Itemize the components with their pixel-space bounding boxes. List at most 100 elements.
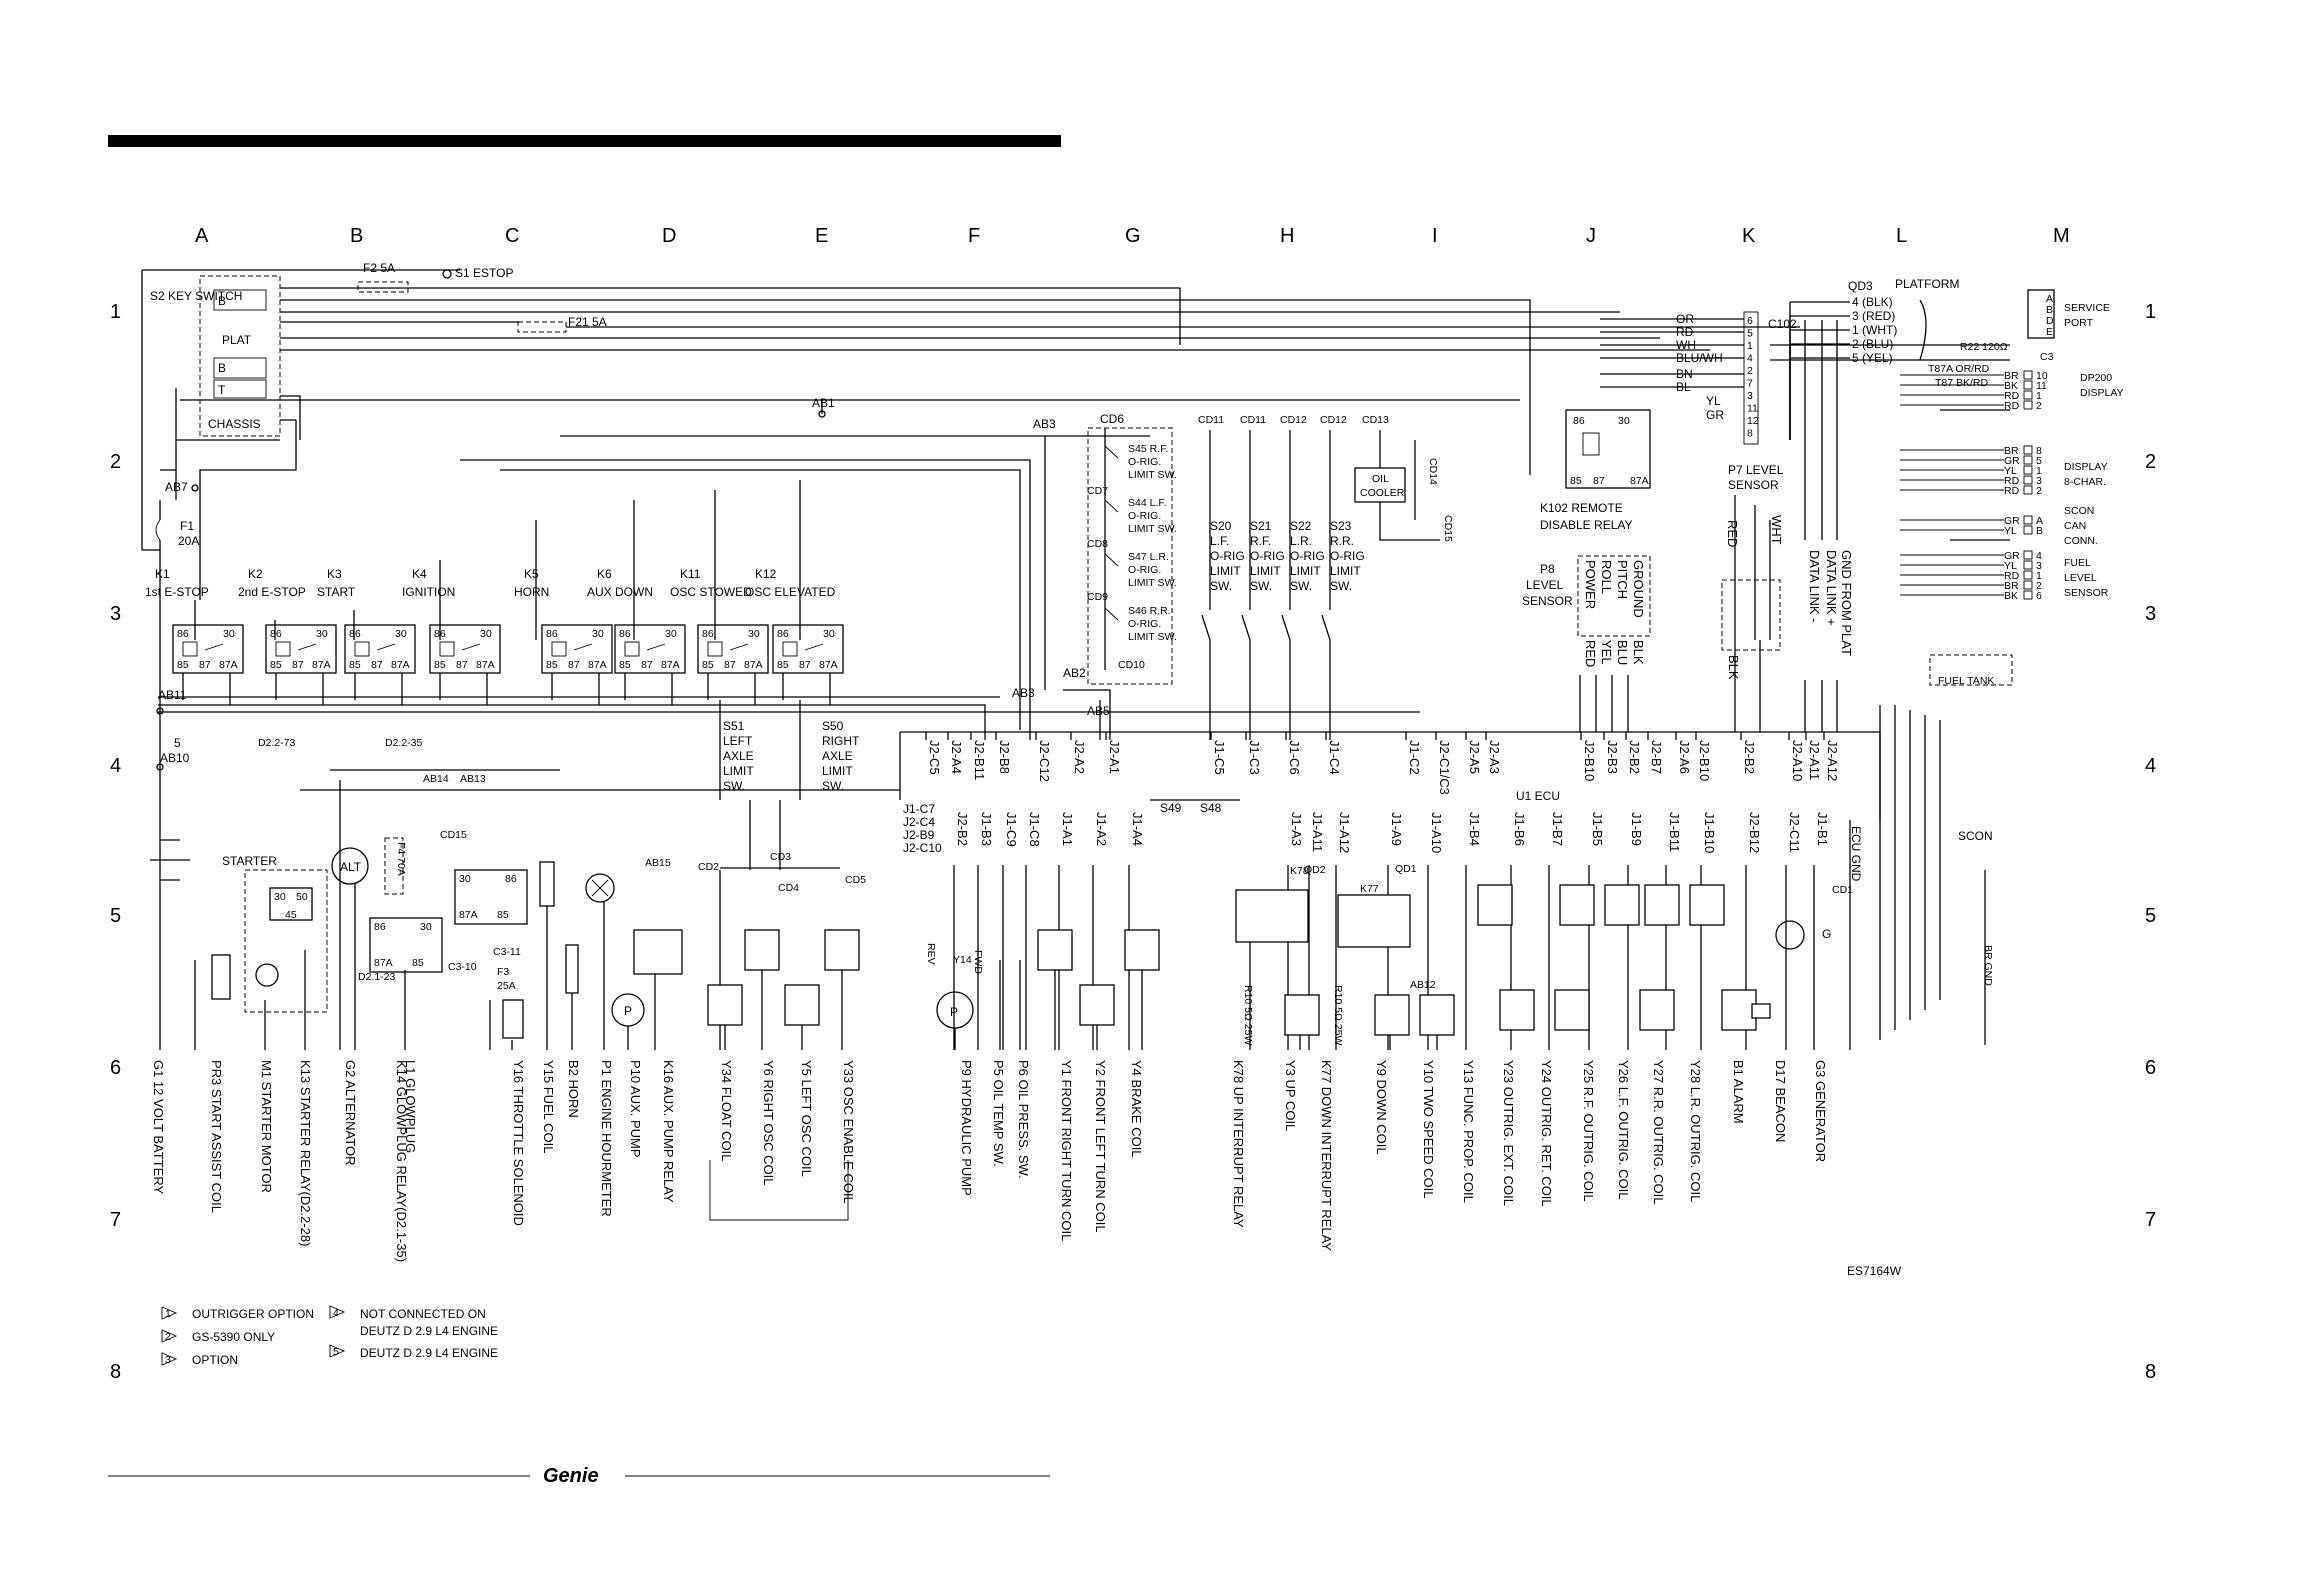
relay-id-K2: K2 xyxy=(248,567,263,581)
pin-87a: 87A xyxy=(391,659,410,671)
cd2-label: CD2 xyxy=(698,861,719,873)
p8-signal: PITCH xyxy=(1615,560,1630,599)
c3-10: C3-10 xyxy=(448,961,477,973)
qd3-line: 3 (RED) xyxy=(1852,309,1895,323)
ecu-pin-bottom: J1-A4 xyxy=(1130,812,1145,846)
column-label-C: C xyxy=(505,225,519,247)
outrigger-switch-text: LIMIT xyxy=(1210,564,1241,578)
f3-label: F3 xyxy=(497,966,509,978)
legend-text: DEUTZ D 2.9 L4 ENGINE xyxy=(360,1324,498,1338)
pin-85: 85 xyxy=(546,659,558,671)
relay-id-K4: K4 xyxy=(412,567,427,581)
outrigger-switch-text: O-RIG xyxy=(1250,549,1285,563)
svg-text:45: 45 xyxy=(285,909,297,921)
limit-switch-l2: O-RIG. xyxy=(1128,618,1161,630)
pin-87a: 87A xyxy=(219,659,238,671)
legend-num: 1 xyxy=(165,1308,171,1320)
key-switch-label: S2 KEY SWITCH xyxy=(150,289,242,303)
component-33: Y26 L.F. OUTRIG. COIL xyxy=(1616,1060,1631,1199)
p8-color: BLK xyxy=(1631,640,1646,665)
service-port-pin: E xyxy=(2046,326,2053,338)
ecu-pin-left: J1-C7 xyxy=(903,802,935,816)
starter-label: STARTER xyxy=(222,854,277,868)
ecu-label: U1 ECU xyxy=(1516,789,1560,803)
f1-label: F1 xyxy=(180,519,194,533)
service-port-l1: SERVICE xyxy=(2064,302,2110,314)
relay-id-K5: K5 xyxy=(524,567,539,581)
column-label-I: I xyxy=(1432,225,1438,247)
svg-text:87: 87 xyxy=(1593,475,1605,487)
ecu-pin-top: J2-A10 xyxy=(1790,740,1805,781)
wire-color: BR xyxy=(2004,580,2019,592)
p7-blk: BLK xyxy=(1726,655,1741,680)
component-3: M1 STARTER MOTOR xyxy=(259,1060,274,1193)
ecu-pin-top: J2-B8 xyxy=(997,740,1012,774)
wire-pin: 4 xyxy=(2036,550,2042,562)
wire-color: RD xyxy=(2004,400,2020,412)
relay-id-K6: K6 xyxy=(597,567,612,581)
ecu-pin-top: J1-C3 xyxy=(1247,740,1262,775)
service-port-l2: PORT xyxy=(2064,317,2094,329)
wire-color: YL xyxy=(2004,465,2017,477)
pin-87: 87 xyxy=(371,659,383,671)
row-label-right-6: 6 xyxy=(2145,1057,2156,1079)
ecu-pin-top: J2-A5 xyxy=(1467,740,1482,774)
fuel-l2: LEVEL xyxy=(2064,572,2097,584)
scon-can-l1: SCON xyxy=(2064,505,2094,517)
limit-switch-l3: LIMIT SW. xyxy=(1128,523,1177,535)
pin-87: 87 xyxy=(199,659,211,671)
component-24: K78 UP INTERRUPT RELAY xyxy=(1231,1060,1246,1228)
p7-red: RED xyxy=(1725,520,1740,547)
data-link-text: DATA LINK - xyxy=(1807,550,1822,622)
pin-85: 85 xyxy=(270,659,282,671)
svg-text:86: 86 xyxy=(505,873,517,885)
c3-label: C3 xyxy=(2040,351,2054,363)
s51-text: AXLE xyxy=(723,749,754,763)
g-symbol: G xyxy=(1822,927,1831,941)
pin-30: 30 xyxy=(748,628,760,640)
legend-num: 5 xyxy=(333,1346,339,1358)
row-label-left-5: 5 xyxy=(110,905,121,927)
wire-color: RD xyxy=(2004,570,2020,582)
pin-87: 87 xyxy=(799,659,811,671)
ecu-pin-top: J2-A2 xyxy=(1072,740,1087,774)
cd11-a: CD11 xyxy=(1198,414,1224,426)
oil-cooler-l1: OIL xyxy=(1372,473,1389,485)
cd10-label: CD10 xyxy=(1118,659,1145,671)
column-label-J: J xyxy=(1586,225,1596,247)
s51-text: SW. xyxy=(723,779,745,793)
alt-label: ALT xyxy=(340,860,362,874)
limit-switch-column: CD6 CD7 CD8 CD9 CD10 S45 R.F.O-RIG.LIMIT… xyxy=(1087,412,1177,685)
wire-color: RD xyxy=(2004,475,2020,487)
cd5-label: CD5 xyxy=(845,874,866,886)
fuel-tank-label: FUEL TANK xyxy=(1938,675,1994,687)
component-6: K14 GLOWPLUG RELAY(D2.1-35) xyxy=(394,1060,409,1262)
ecu-pin-bottom: J1-B1 xyxy=(1815,812,1830,846)
component-22: Y2 FRONT LEFT TURN COIL xyxy=(1093,1060,1108,1233)
scon-label: SCON xyxy=(1958,829,1993,843)
c102-pin: 11 xyxy=(1747,403,1758,415)
wire-pin: 8 xyxy=(2036,445,2042,457)
c102-label: C102 xyxy=(1768,317,1797,331)
column-label-A: A xyxy=(195,225,209,247)
component-11: P1 ENGINE HOURMETER xyxy=(599,1060,614,1217)
br-gnd-label: BR GND xyxy=(1982,945,1994,986)
pin-86: 86 xyxy=(349,628,361,640)
ecu-pin-top: J2-C1/C3 xyxy=(1437,740,1452,795)
legend-num: 2 xyxy=(165,1331,171,1343)
component-20: P6 OIL PRESS. SW. xyxy=(1016,1060,1031,1179)
ecu-pin-bottom: J1-A12 xyxy=(1337,812,1352,853)
component-17: Y33 OSC ENABLE COIL xyxy=(841,1060,856,1204)
ecu-pin-left: J2-B9 xyxy=(903,828,935,842)
component-26: K77 DOWN INTERRUPT RELAY xyxy=(1319,1060,1334,1251)
ecu-gnd-label: ECU GND xyxy=(1849,826,1863,882)
component-32: Y25 R.F. OUTRIG. COIL xyxy=(1581,1060,1596,1202)
column-label-D: D xyxy=(662,225,676,247)
wire-pin: 1 xyxy=(2036,390,2042,402)
outrigger-switch-text: R.R. xyxy=(1330,534,1354,548)
display8-l2: 8-CHAR. xyxy=(2064,476,2106,488)
row-label-right-3: 3 xyxy=(2145,603,2156,625)
